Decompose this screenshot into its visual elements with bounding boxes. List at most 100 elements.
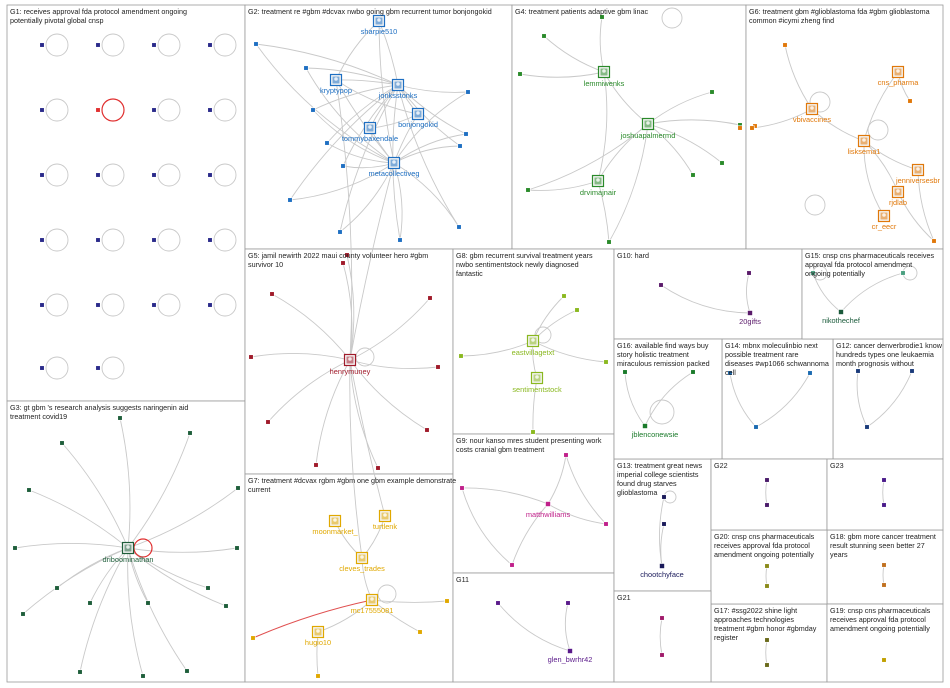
g7-node-hugio10[interactable] — [311, 625, 325, 639]
g1-node[interactable] — [151, 107, 157, 113]
g23-node[interactable] — [881, 477, 887, 483]
g6-node-cr_eecr[interactable] — [877, 209, 891, 223]
g1-node[interactable] — [95, 365, 101, 371]
g2-node[interactable] — [340, 163, 346, 169]
g1-node[interactable] — [39, 302, 45, 308]
g5-node[interactable] — [427, 295, 433, 301]
g15-node[interactable] — [900, 270, 906, 276]
g7-node[interactable] — [250, 635, 256, 641]
g7-node[interactable] — [444, 598, 450, 604]
g9-node[interactable] — [563, 452, 569, 458]
g1-node[interactable] — [207, 42, 213, 48]
g8-node[interactable] — [458, 353, 464, 359]
g6-node[interactable] — [737, 125, 743, 131]
g18-node[interactable] — [881, 562, 887, 568]
g20-node[interactable] — [764, 583, 770, 589]
g1-node[interactable] — [95, 237, 101, 243]
g14-node[interactable] — [807, 370, 813, 376]
g6-node[interactable] — [749, 125, 755, 131]
g5-node[interactable] — [313, 462, 319, 468]
g3-node-driboominathan[interactable] — [121, 541, 135, 555]
g21-node[interactable] — [659, 652, 665, 658]
g2-node[interactable] — [287, 197, 293, 203]
g11-node[interactable] — [495, 600, 501, 606]
g2-node[interactable] — [337, 229, 343, 235]
g6-node-vbivaccines[interactable] — [805, 102, 819, 116]
g3-node[interactable] — [59, 440, 65, 446]
g2-node-kryptypop[interactable] — [329, 73, 343, 87]
g1-node[interactable] — [207, 302, 213, 308]
g17-node[interactable] — [764, 662, 770, 668]
g1-node[interactable] — [95, 302, 101, 308]
g3-node[interactable] — [54, 585, 60, 591]
g16-node[interactable] — [690, 369, 696, 375]
g21-node[interactable] — [659, 615, 665, 621]
g3-node[interactable] — [20, 611, 26, 617]
g7-node-cleves_trades[interactable] — [355, 551, 369, 565]
g2-node-sharpie510[interactable] — [372, 14, 386, 28]
g15-node[interactable] — [810, 270, 816, 276]
g13-node[interactable] — [661, 494, 667, 500]
g12-node[interactable] — [855, 368, 861, 374]
g2-node[interactable] — [253, 41, 259, 47]
g6-node-lisksema1[interactable] — [857, 134, 871, 148]
g8-node[interactable] — [574, 307, 580, 313]
g3-node[interactable] — [205, 585, 211, 591]
g22-node[interactable] — [764, 502, 770, 508]
g3-node[interactable] — [117, 415, 123, 421]
g3-node[interactable] — [234, 545, 240, 551]
g1-node[interactable] — [207, 107, 213, 113]
g13-node[interactable] — [661, 521, 667, 527]
g8-node-eastvillagetxt[interactable] — [526, 334, 540, 348]
g13-node-chootchyface[interactable] — [659, 563, 665, 569]
g18-node[interactable] — [881, 582, 887, 588]
g4-node-joshuapalmermd[interactable] — [641, 117, 655, 131]
g8-node-sentimentstock[interactable] — [530, 371, 544, 385]
g12-node[interactable] — [864, 424, 870, 430]
g3-node[interactable] — [235, 485, 241, 491]
g6-node-rjdlab[interactable] — [891, 185, 905, 199]
g1-node[interactable] — [151, 172, 157, 178]
g22-node[interactable] — [764, 477, 770, 483]
g9-node[interactable] — [509, 562, 515, 568]
g1-node[interactable] — [39, 365, 45, 371]
g5-node-henrymuney[interactable] — [343, 353, 357, 367]
g5-node[interactable] — [269, 291, 275, 297]
g6-node[interactable] — [907, 98, 913, 104]
g6-node[interactable] — [782, 42, 788, 48]
g1-node[interactable] — [207, 172, 213, 178]
g7-node[interactable] — [315, 673, 321, 679]
g3-node[interactable] — [26, 487, 32, 493]
g1-node[interactable] — [151, 42, 157, 48]
g12-node[interactable] — [909, 368, 915, 374]
g4-node[interactable] — [606, 239, 612, 245]
g8-node[interactable] — [603, 359, 609, 365]
g3-node[interactable] — [223, 603, 229, 609]
g10-node-20gifts[interactable] — [747, 310, 753, 316]
g1-node[interactable] — [39, 42, 45, 48]
g3-node[interactable] — [187, 430, 193, 436]
g2-node-metacollectiveg[interactable] — [387, 156, 401, 170]
g4-node[interactable] — [599, 14, 605, 20]
g5-node[interactable] — [248, 354, 254, 360]
g3-node[interactable] — [87, 600, 93, 606]
g16-node[interactable] — [622, 369, 628, 375]
g1-node[interactable] — [95, 172, 101, 178]
g8-node[interactable] — [561, 293, 567, 299]
g9-node-matthwilliams[interactable] — [545, 501, 551, 507]
g3-node[interactable] — [140, 673, 146, 679]
g2-node-bonjongokid[interactable] — [411, 107, 425, 121]
g3-node[interactable] — [184, 668, 190, 674]
g4-node[interactable] — [709, 89, 715, 95]
g6-node[interactable] — [931, 238, 937, 244]
g1-node[interactable] — [95, 42, 101, 48]
g5-node[interactable] — [424, 427, 430, 433]
g19-node[interactable] — [881, 657, 887, 663]
g1-node[interactable] — [39, 107, 45, 113]
g2-node-tommybaxendale[interactable] — [363, 121, 377, 135]
g5-node[interactable] — [265, 419, 271, 425]
g5-node[interactable] — [344, 252, 350, 258]
g2-node[interactable] — [457, 143, 463, 149]
g4-node[interactable] — [525, 187, 531, 193]
g20-node[interactable] — [764, 563, 770, 569]
